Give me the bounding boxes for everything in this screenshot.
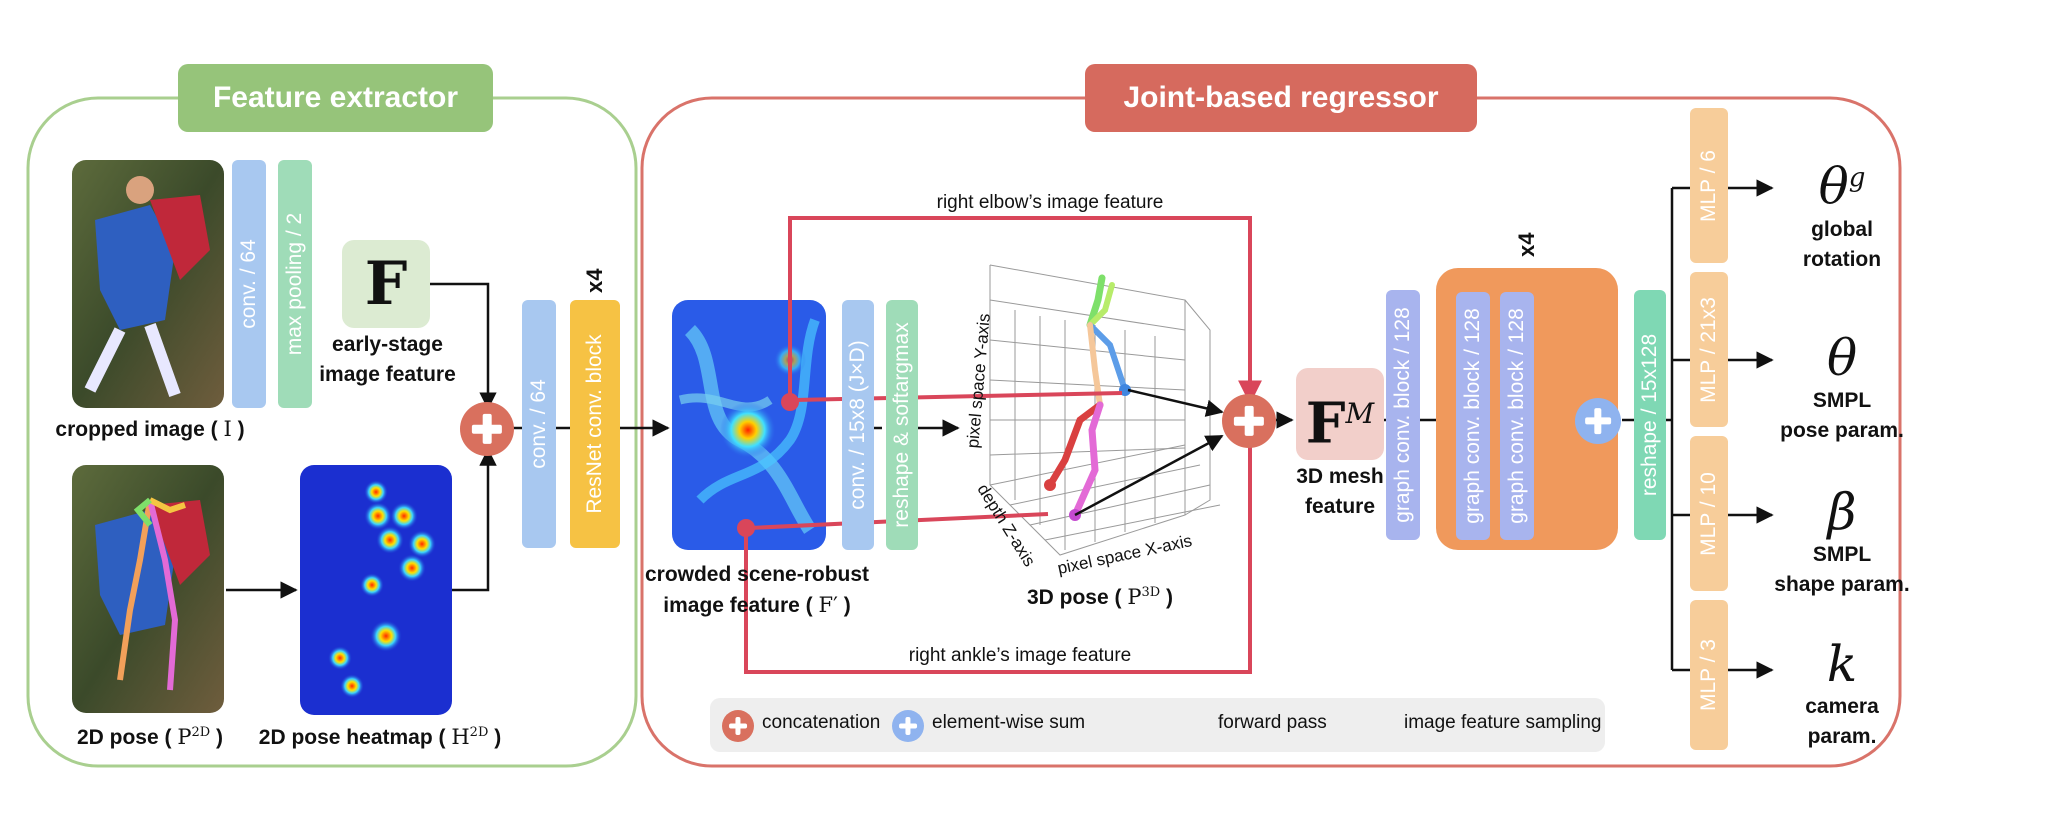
graph-repeat: x4	[1514, 232, 1539, 257]
legend-sampling-label: image feature sampling	[1404, 712, 1602, 733]
legend-sum-icon	[892, 710, 924, 742]
cropped-image-label: cropped image ( I )	[55, 417, 245, 441]
concat-icon-2	[1222, 394, 1276, 448]
mesh-feature-label: 3D mesh feature	[1296, 465, 1384, 518]
2d-pose-photo	[72, 465, 224, 713]
reshape-block: reshape / 15x128	[1634, 290, 1666, 540]
joint-regressor-title: Joint-based regressor	[1085, 64, 1477, 132]
mlp3-block: MLP / 3	[1690, 600, 1728, 750]
resnet-repeat: x4	[582, 268, 607, 293]
concat-icon-1	[460, 402, 514, 456]
conv64-block-a: conv. / 64	[232, 160, 266, 408]
resnet-block: ResNet conv. block	[570, 300, 620, 548]
feature-extractor-title: Feature extractor	[178, 64, 493, 132]
3d-pose-skeleton	[1044, 274, 1131, 521]
conv64-block-b: conv. / 64	[522, 300, 556, 548]
2d-pose-label: 2D pose ( P2D )	[76, 725, 224, 749]
legend-sum-label: element-wise sum	[932, 712, 1086, 733]
3d-pose-grid	[989, 264, 1221, 556]
output-shape-param: β SMPL shape param.	[1774, 483, 1910, 596]
sum-icon	[1575, 398, 1621, 444]
legend	[710, 698, 1605, 752]
conv15x8-block: conv. / 15x8 (J×D)	[842, 300, 874, 550]
graph-block-c: graph conv. block / 128	[1500, 292, 1534, 540]
output-global-rotation: θg global rotation	[1802, 157, 1882, 271]
crowded-feature-image	[672, 300, 826, 550]
early-feature-box: F	[342, 240, 430, 328]
2d-pose-heatmap-image	[300, 465, 452, 715]
cropped-image-photo	[72, 160, 224, 408]
mesh-feature-box: FM	[1296, 368, 1384, 460]
graph-block-a: graph conv. block / 128	[1386, 290, 1420, 540]
heatmap-label: 2D pose heatmap ( H2D )	[258, 725, 502, 749]
output-pose-param: θ SMPL pose param.	[1780, 329, 1904, 442]
3d-pose-label: 3D pose ( P3D )	[1026, 585, 1174, 609]
output-camera-param: k camera param.	[1805, 635, 1879, 748]
ankle-feature-label: right ankle’s image feature	[908, 645, 1132, 666]
legend-forward-label: forward pass	[1218, 712, 1327, 733]
crowded-feature-label: crowded scene-robust image feature ( F′ …	[644, 563, 870, 617]
softargmax-block: reshape & softargmax	[886, 300, 918, 550]
mlp10-block: MLP / 10	[1690, 436, 1728, 591]
mlp6-block: MLP / 6	[1690, 108, 1728, 263]
elbow-feature-label: right elbow’s image feature	[936, 192, 1164, 213]
maxpool-block: max pooling / 2	[278, 160, 312, 408]
legend-concat-label: concatenation	[762, 712, 881, 733]
ankle-sample-dot	[737, 519, 755, 537]
legend-concat-icon	[722, 710, 754, 742]
mlp21-block: MLP / 21x3	[1690, 272, 1728, 427]
elbow-sample-dot	[781, 393, 799, 411]
early-feature-label: early-stage image feature	[319, 333, 456, 386]
graph-block-b: graph conv. block / 128	[1456, 292, 1490, 540]
